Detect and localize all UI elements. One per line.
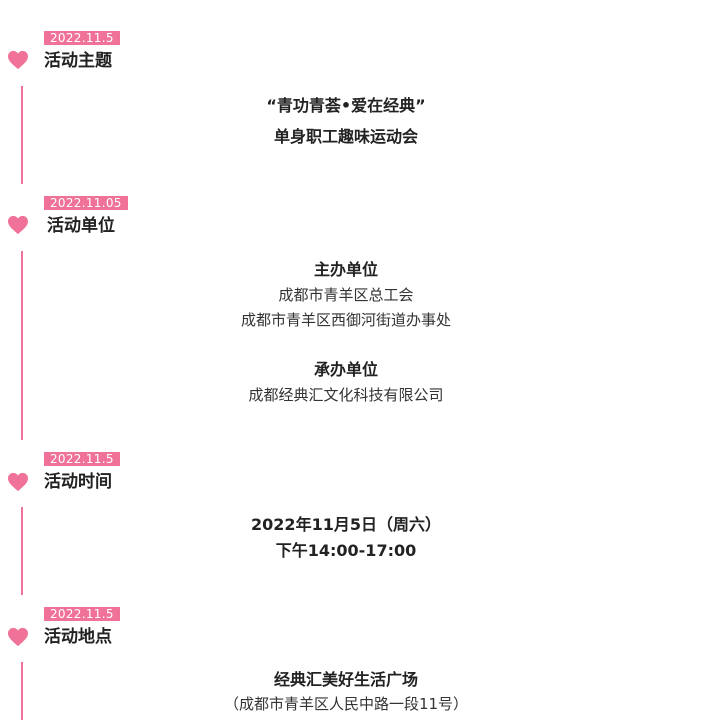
theme-line-1: “青功青荟•爱在经典” xyxy=(266,96,426,115)
date-badge: 2022.11.5 xyxy=(44,31,120,45)
section-title: 活动单位 xyxy=(47,216,115,236)
organizer-heading: 主办单位 xyxy=(313,260,378,279)
date-badge: 2022.11.5 xyxy=(44,607,120,621)
heart-icon xyxy=(7,627,29,647)
timeline-line xyxy=(21,251,23,440)
heart-icon xyxy=(7,472,29,492)
undertaker-1: 成都经典汇文化科技有限公司 xyxy=(248,386,444,404)
event-time: 下午14:00-17:00 xyxy=(275,541,417,560)
organizer-1: 成都市青羊区总工会 xyxy=(278,286,414,304)
organizer-2: 成都市青羊区西御河街道办事处 xyxy=(240,311,451,329)
heart-icon xyxy=(7,215,29,235)
date-badge: 2022.11.05 xyxy=(44,196,128,210)
theme-line-2: 单身职工趣味运动会 xyxy=(273,127,418,146)
timeline-line xyxy=(21,662,23,720)
event-date: 2022年11月5日（周六） xyxy=(251,515,441,534)
date-badge: 2022.11.5 xyxy=(44,452,120,466)
section-title: 活动时间 xyxy=(44,472,112,492)
section-title: 活动地点 xyxy=(44,627,112,647)
timeline-line xyxy=(21,86,23,184)
undertaker-heading: 承办单位 xyxy=(313,360,378,379)
section-title: 活动主题 xyxy=(44,51,112,71)
venue-name: 经典汇美好生活广场 xyxy=(273,670,418,689)
venue-address: （成都市青羊区人民中路一段11号） xyxy=(223,695,469,713)
heart-icon xyxy=(7,50,29,70)
timeline-line xyxy=(21,507,23,595)
